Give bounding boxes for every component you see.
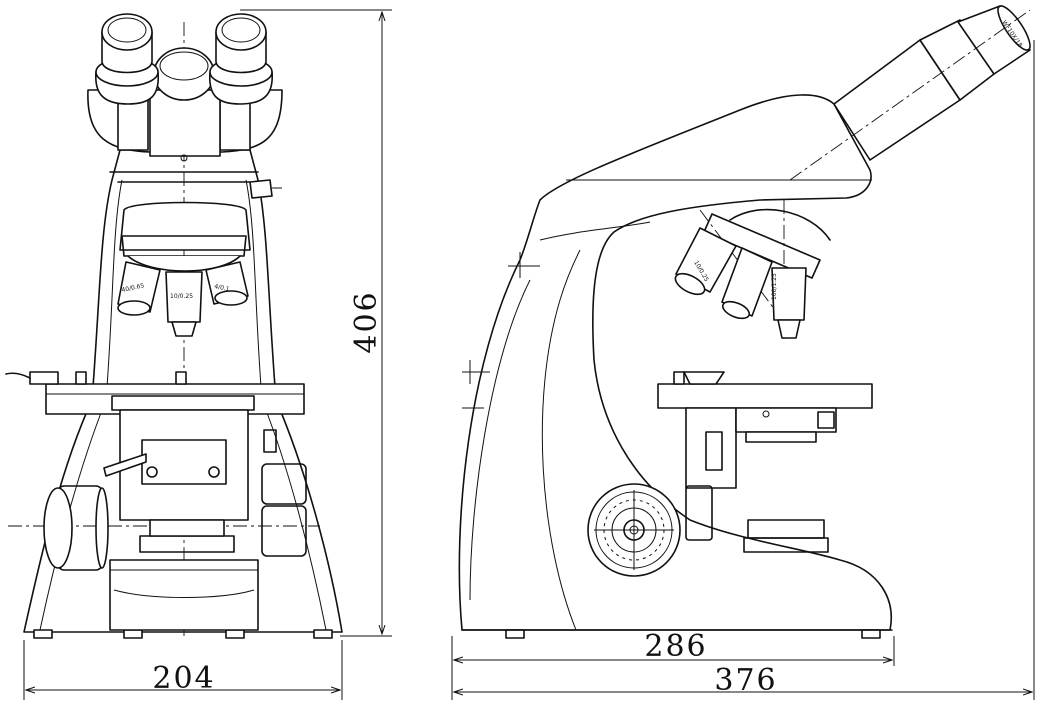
front-lamp-ring — [139, 535, 235, 553]
side-foot-left — [505, 629, 525, 639]
side-body-outline — [458, 94, 892, 631]
dim-side-base-depth-label: 286 — [644, 629, 707, 664]
side-view: WF10X/18 10/0.25 100/1.25 — [458, 5, 1031, 639]
front-arm-window — [119, 201, 251, 251]
front-focus-knob-left — [43, 485, 109, 571]
dim-front-width-label: 204 — [152, 661, 215, 696]
side-objective-center — [721, 247, 773, 320]
side-eyepiece-tube: WF10X/18 — [789, 5, 1031, 181]
front-objective-right: 4/0.1 — [205, 261, 249, 306]
dim-front-width: 204 — [23, 640, 343, 700]
front-condenser-lever — [103, 453, 147, 477]
front-stage-rail — [111, 395, 255, 411]
front-foot-right — [313, 629, 333, 639]
front-base-box — [109, 559, 259, 631]
side-arm-inner-curve — [541, 249, 581, 631]
side-objective-right: 100/1.25 — [771, 267, 807, 339]
front-head-left-tab — [117, 99, 149, 151]
dim-height-label: 406 — [349, 290, 384, 353]
front-foot-mid-left — [123, 629, 143, 639]
side-objective-left: 10/0.25 — [674, 227, 737, 296]
front-view: 40/0.65 10/0.25 4/0.1 20 30 . 40 . 50 . … — [5, 13, 343, 640]
front-objective-center: 10/0.25 — [165, 271, 203, 337]
dim-side-total-depth-label: 376 — [714, 663, 777, 698]
svg-text:10/0.25: 10/0.25 — [170, 293, 193, 300]
side-lamp-housing — [747, 519, 825, 539]
svg-text:4/0.1: 4/0.1 — [214, 283, 231, 293]
side-lamp-ring — [743, 537, 829, 553]
side-specimen-holder — [683, 371, 725, 385]
front-dial — [153, 47, 215, 101]
front-stage-knob-lower — [261, 505, 307, 557]
dim-side-base-depth: 286 — [451, 629, 895, 700]
front-head-right-tab — [219, 99, 251, 151]
front-stage-knob-upper — [261, 463, 307, 505]
front-foot-left — [33, 629, 53, 639]
side-foot-right — [861, 629, 881, 639]
front-base-curve — [113, 589, 255, 598]
front-nosepiece-ring — [121, 235, 247, 257]
svg-text:100/1.25: 100/1.25 — [771, 273, 778, 300]
dim-side-total-depth: 376 — [454, 40, 1035, 700]
dim-height: 406 — [240, 9, 392, 637]
front-right-eyepiece — [209, 13, 273, 105]
svg-text:40/0.65: 40/0.65 — [121, 282, 145, 294]
side-focus-knob — [587, 483, 681, 577]
front-lock-screw — [249, 179, 273, 199]
side-stage-knob — [685, 485, 713, 541]
front-left-eyepiece — [95, 13, 159, 105]
side-stage — [657, 383, 873, 409]
front-tension-knob — [263, 429, 277, 453]
front-foot-mid-right — [225, 629, 245, 639]
front-objective-left: 40/0.65 — [117, 261, 161, 316]
front-specimen-clip — [29, 371, 59, 385]
